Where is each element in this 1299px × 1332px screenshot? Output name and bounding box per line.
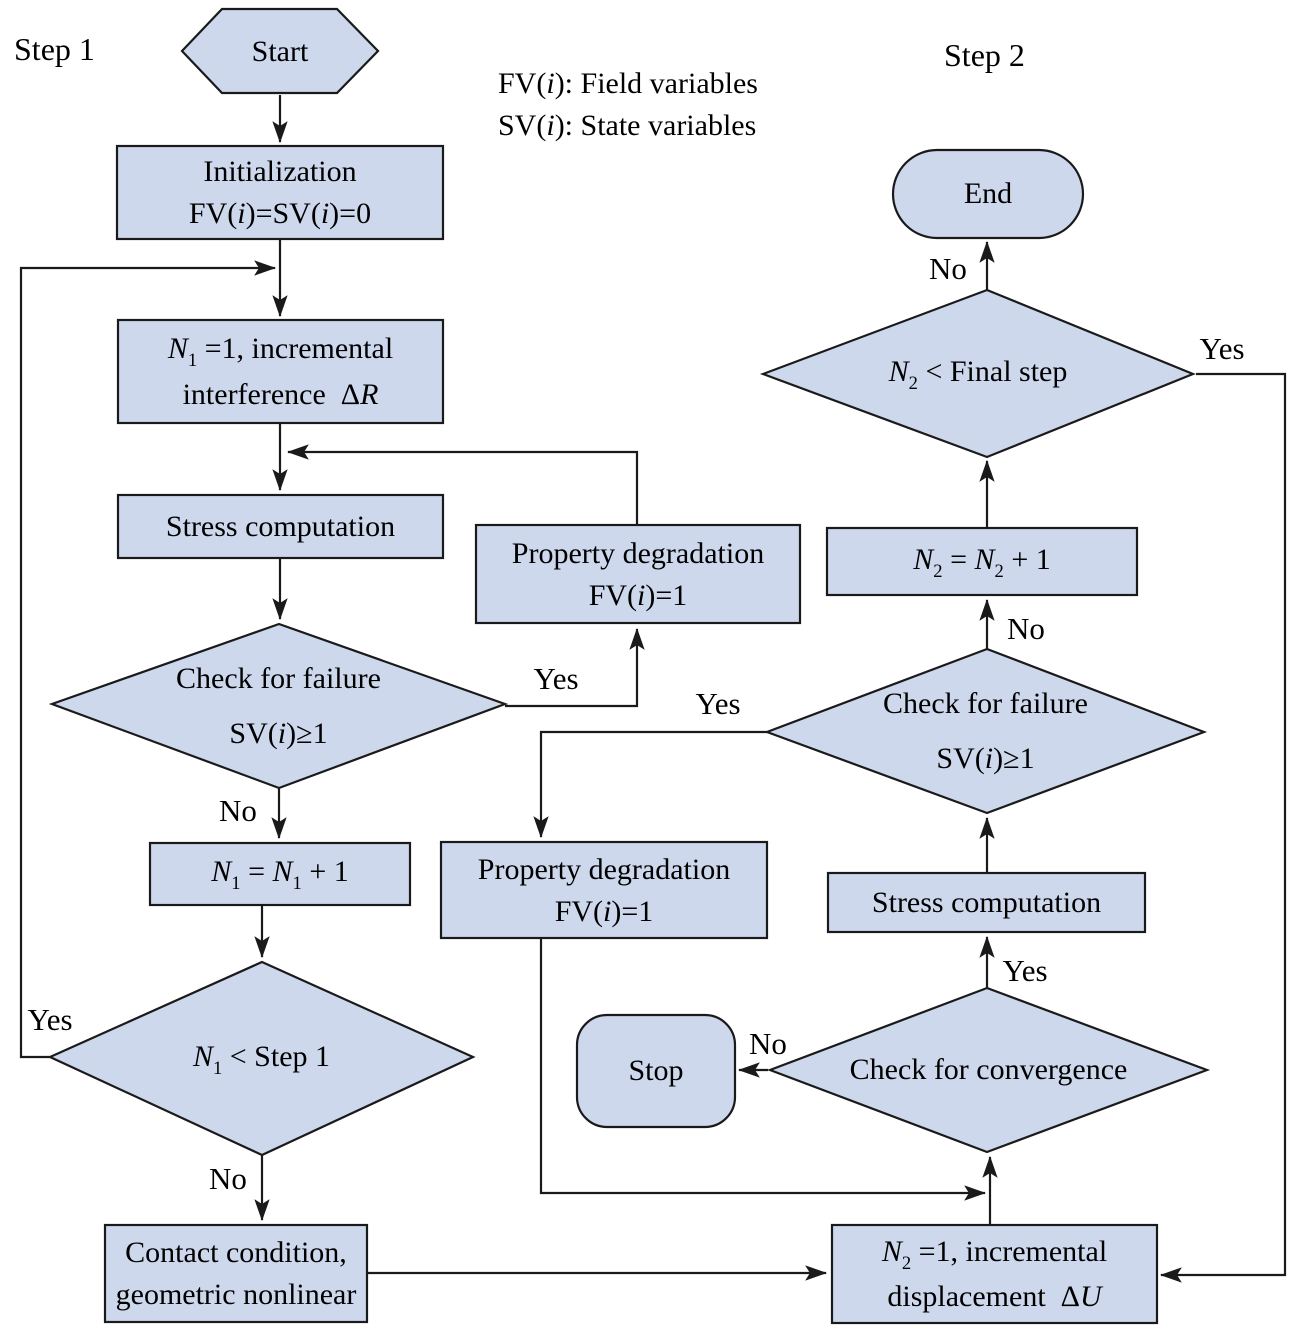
edge-step1-yes-loop — [19, 260, 277, 1059]
shapes — [47, 7, 1211, 1325]
edge-propdeg1-return — [286, 444, 639, 525]
stress2-label: Stress computation — [871, 885, 1102, 919]
step1-check-diamond — [47, 960, 476, 1157]
conv-label: Check for convergence — [849, 1053, 1128, 1086]
propdeg2-box — [439, 840, 769, 940]
final-check-diamond — [759, 288, 1196, 459]
contact-label: Contact condition, geometric nonlinear — [115, 1236, 357, 1311]
n2-inc-label: N2 = N2 + 1 — [913, 542, 1051, 582]
legend-state-variables: SV(i): State variables — [498, 109, 757, 142]
fail2-no-label: No — [1007, 611, 1045, 646]
stop-label: Stop — [628, 1054, 684, 1087]
step1-no-label: No — [209, 1161, 247, 1196]
fail1-yes-label: Yes — [533, 661, 579, 696]
conv-diamond — [766, 986, 1211, 1154]
n1-inc-box — [148, 841, 412, 907]
conv-no-label: No — [749, 1026, 787, 1061]
n1-init-label: N1 =1, incremental interference ΔR — [167, 332, 394, 411]
n1-inc-label: N1 = N1 + 1 — [211, 855, 349, 894]
stress2-box — [826, 871, 1147, 934]
propdeg2-label: Property degradation FV(i)=1 — [477, 852, 731, 928]
final-check-label: N2 < Final step — [888, 354, 1068, 394]
final-yes-label: Yes — [1199, 331, 1245, 366]
fail2-label: Check for failure SV(i)≥1 — [883, 686, 1088, 776]
edge-fail1-yes-to-propdeg1 — [505, 627, 645, 708]
fail2-yes-label: Yes — [695, 686, 741, 721]
end-terminator — [891, 148, 1085, 240]
edges — [19, 95, 1287, 1283]
n1-init-box — [116, 318, 445, 425]
stress1-box — [116, 493, 445, 560]
propdeg1-label: Property degradation FV(i)=1 — [511, 536, 765, 612]
start-hexagon — [180, 7, 380, 95]
step1-yes-label: Yes — [27, 1002, 73, 1037]
fail1-no-label: No — [219, 793, 257, 828]
fail2-diamond — [763, 647, 1208, 815]
init-box — [115, 144, 445, 241]
stop-terminator — [575, 1013, 737, 1129]
n2-init-box — [830, 1223, 1159, 1325]
start-label: Start — [251, 35, 309, 68]
step1-check-label: N1 < Step 1 — [192, 1039, 331, 1079]
init-label: Initialization FV(i)=SV(i)=0 — [188, 155, 372, 230]
final-no-label: No — [929, 251, 967, 286]
propdeg1-box — [474, 523, 802, 625]
fail1-diamond — [48, 622, 509, 790]
stress1-label: Stress computation — [165, 509, 396, 543]
legend-field-variables: FV(i): Field variables — [498, 67, 758, 100]
edge-final-yes-to-n2init — [1159, 372, 1287, 1283]
contact-box — [103, 1223, 369, 1324]
end-label: End — [963, 177, 1013, 210]
n2-init-label: N2 =1, incremental displacement ΔU — [881, 1234, 1108, 1314]
step1-zone-label: Step 1 — [14, 30, 95, 67]
n2-inc-box — [825, 526, 1139, 597]
edge-fail2-yes-to-propdeg2 — [533, 730, 767, 839]
conv-yes-label: Yes — [1002, 953, 1048, 988]
step2-zone-label: Step 2 — [944, 36, 1025, 73]
edge-propdeg2-join — [539, 938, 987, 1201]
fail1-label: Check for failure SV(i)≥1 — [176, 661, 381, 751]
